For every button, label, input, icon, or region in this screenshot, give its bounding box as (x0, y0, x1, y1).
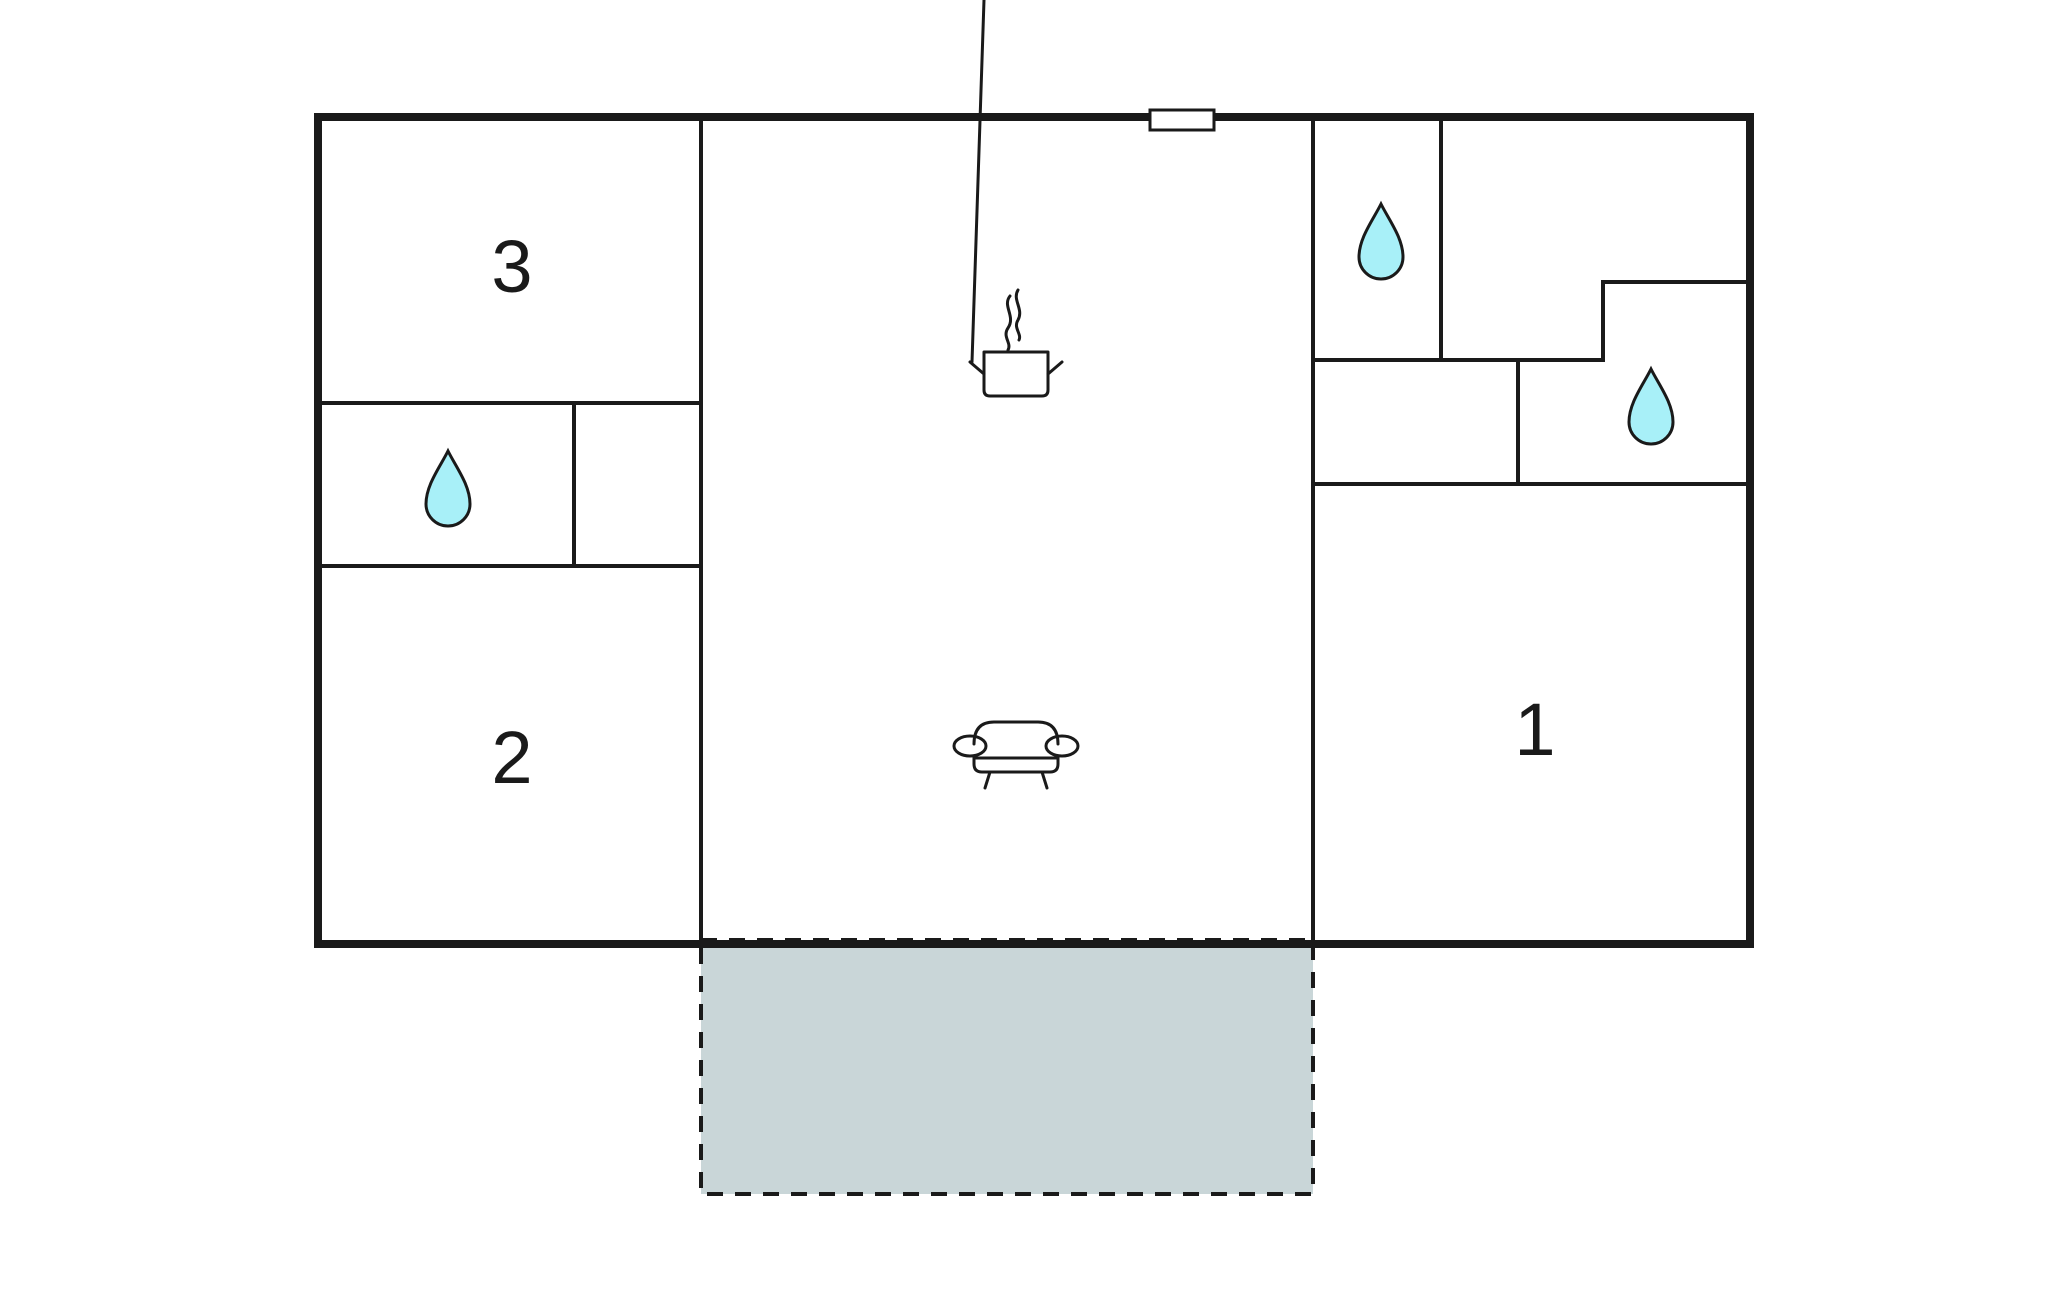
water-drop-icon (1627, 365, 1675, 446)
window (1148, 108, 1216, 132)
outer-walls (314, 113, 1754, 948)
room-number-2: 2 (491, 716, 532, 799)
interior-walls (322, 121, 1746, 940)
room-number-1: 1 (1514, 688, 1555, 771)
wall-step (1313, 280, 1746, 362)
water-drop-icon (424, 447, 472, 528)
water-drop-icon (1357, 200, 1405, 281)
room-number-3: 3 (491, 225, 532, 308)
sofa-icon (952, 720, 1080, 790)
cooking-pot-icon (968, 0, 1064, 398)
terrace (699, 938, 1315, 1196)
